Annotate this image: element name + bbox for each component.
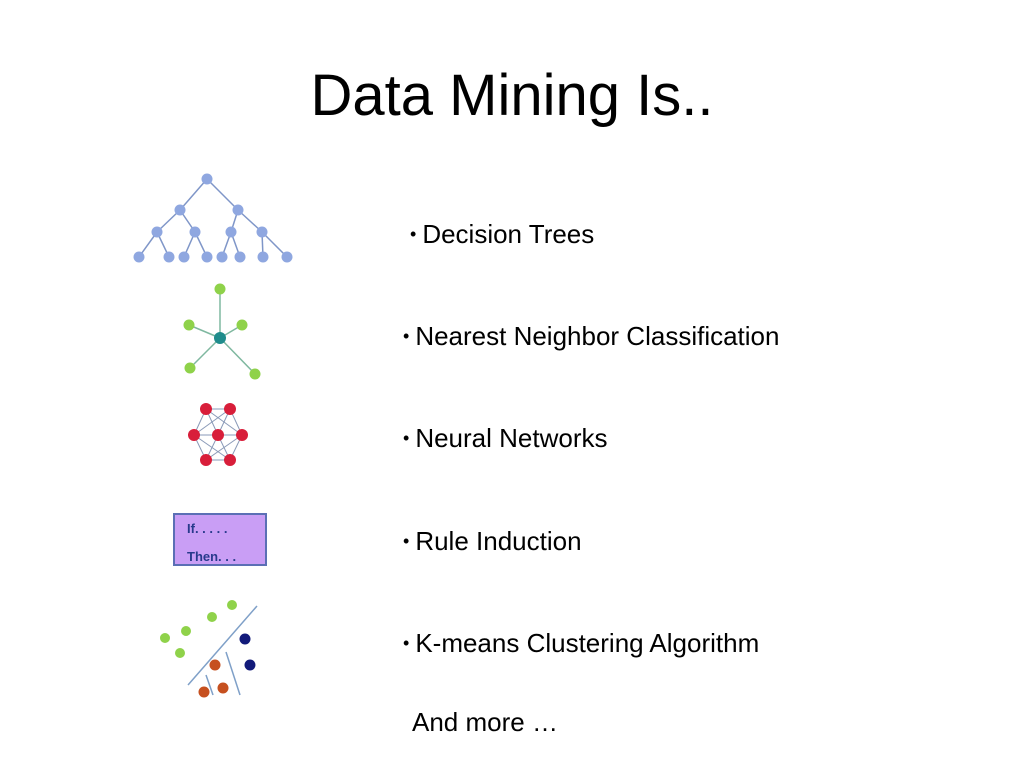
bullet-decision-trees: •Decision Trees — [410, 218, 594, 250]
rule-induction-icon: If. . . . . Then. . . — [173, 513, 267, 566]
neural-network-icon — [188, 403, 248, 466]
bullet-marker: • — [403, 633, 410, 653]
bullet-label: K-means Clustering Algorithm — [415, 628, 760, 658]
slide-title: Data Mining Is.. — [310, 63, 714, 128]
bullet-kmeans: •K-means Clustering Algorithm — [403, 627, 759, 659]
bullet-neural-networks: •Neural Networks — [403, 422, 607, 454]
bullet-marker: • — [403, 428, 410, 448]
nearest-neighbor-icon — [183, 283, 261, 380]
decision-tree-icon — [133, 173, 293, 263]
rule-then-text: Then. . . — [187, 549, 237, 564]
bullet-rule-induction: •Rule Induction — [403, 525, 582, 557]
bullet-label: Neural Networks — [415, 423, 608, 453]
bullet-marker: • — [403, 531, 410, 551]
bullet-label: Decision Trees — [422, 219, 595, 249]
bullet-marker: • — [410, 224, 417, 244]
bullet-marker: • — [403, 326, 410, 346]
bullet-label: Nearest Neighbor Classification — [415, 321, 780, 351]
and-more-text: And more … — [412, 707, 558, 737]
bullet-nearest-neighbor: •Nearest Neighbor Classification — [403, 320, 779, 352]
rule-if-text: If. . . . . — [187, 521, 228, 536]
bullet-label: Rule Induction — [415, 526, 582, 556]
kmeans-cluster-icon — [160, 600, 258, 698]
